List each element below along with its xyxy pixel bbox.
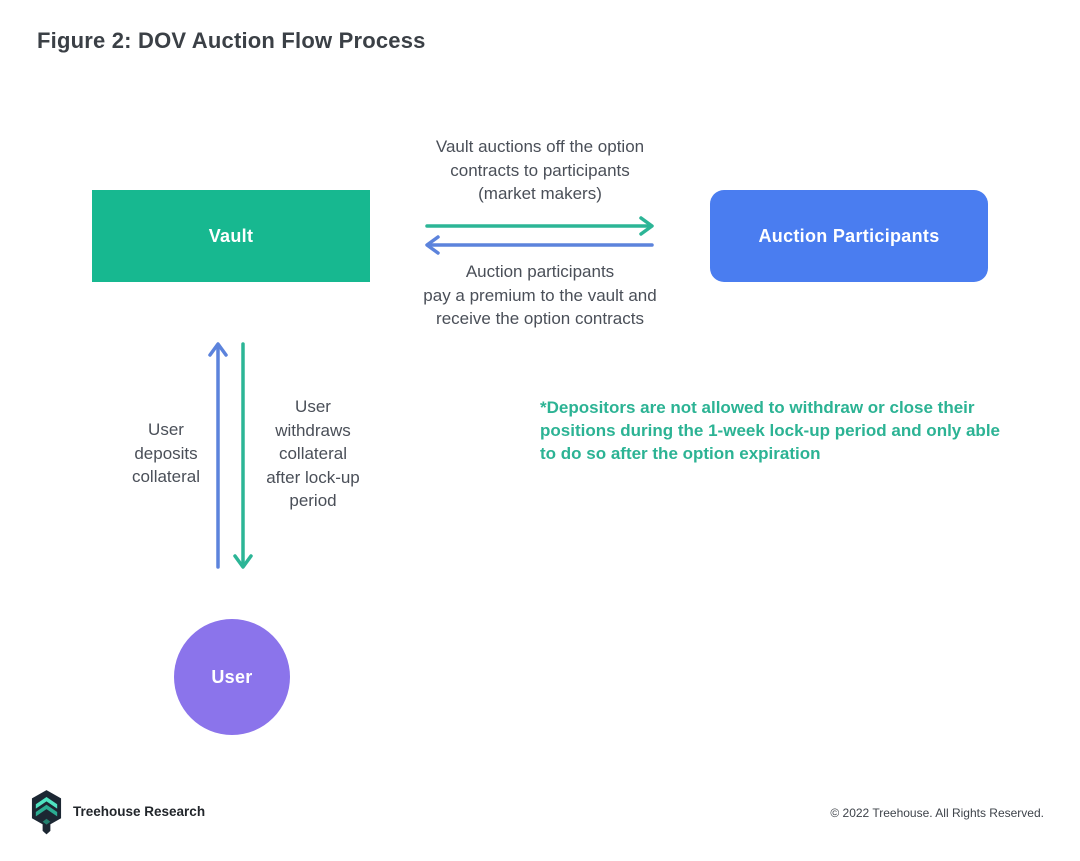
- horizontal-flow-arrows: [425, 216, 654, 255]
- page-title: Figure 2: DOV Auction Flow Process: [37, 28, 426, 53]
- footer-brand: Treehouse Research: [30, 789, 205, 840]
- user-deposits-label: User deposits collateral: [131, 420, 201, 486]
- arrow-down-icon: [233, 342, 253, 569]
- arrow-right-icon: [425, 216, 654, 236]
- vault-node: Vault: [92, 190, 370, 282]
- auction-participants-node: Auction Participants: [710, 190, 988, 282]
- user-label: User: [211, 666, 253, 687]
- user-node: User: [174, 619, 290, 735]
- arrow-up-icon: [208, 342, 228, 569]
- auction-participants-label: Auction Participants: [758, 225, 940, 246]
- user-withdraws-label: User withdraws collateral after lock-up …: [266, 397, 360, 510]
- arrow-left-icon: [425, 235, 654, 255]
- vertical-flow-arrows: [208, 342, 253, 569]
- vault-label: Vault: [208, 225, 254, 246]
- participants-to-vault-text: Auction participants pay a premium to th…: [423, 262, 657, 328]
- vault-to-participants-text: Vault auctions off the option contracts …: [435, 137, 645, 203]
- depositor-lockup-note: *Depositors are not allowed to withdraw …: [540, 398, 1000, 463]
- treehouse-logo-icon: [30, 789, 63, 840]
- footer-copyright: © 2022 Treehouse. All Rights Reserved.: [830, 806, 1044, 820]
- footer-brand-label: Treehouse Research: [73, 804, 206, 819]
